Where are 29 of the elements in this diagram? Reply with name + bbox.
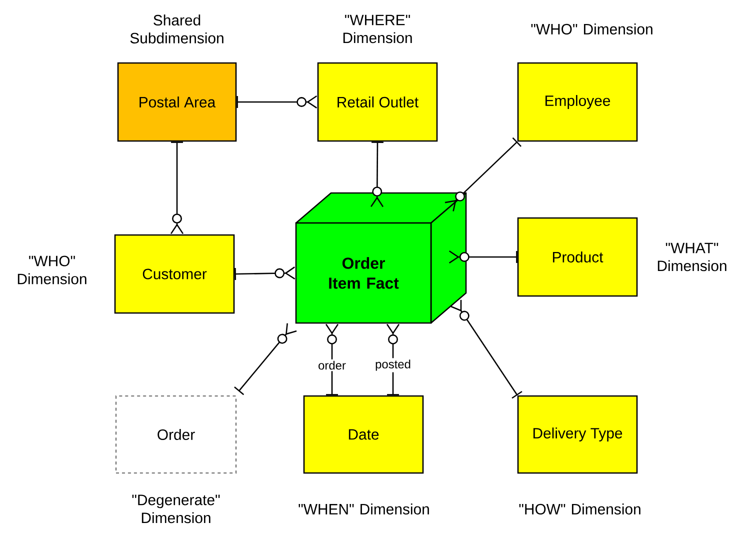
annotation: "WHERE" Dimension — [343, 14, 412, 44]
entity-box: Employee — [517, 62, 638, 142]
entity-box: Retail Outlet — [317, 62, 438, 142]
annotation: "HOW" Dimension — [519, 504, 640, 514]
annotation: "Degenerate" Dimension — [132, 494, 220, 524]
annotation: "WHEN" Dimension — [298, 504, 429, 514]
edge-label: order — [316, 359, 348, 372]
relationship-line — [444, 137, 522, 212]
annotation: "WHO" Dimension — [531, 24, 652, 34]
annotation: "WHO" Dimension — [18, 256, 86, 284]
edge-label: posted — [374, 358, 412, 372]
annotation: "WHAT" Dimension — [658, 242, 726, 272]
entity-box: Product — [517, 217, 638, 297]
entity-box: Postal Area — [117, 62, 237, 142]
relationship-line — [236, 95, 318, 109]
entity-box: Date — [303, 395, 424, 474]
relationship-line — [386, 324, 400, 396]
cube: Order Item Fact — [295, 192, 467, 324]
entity-box: Order — [115, 395, 237, 474]
annotation: Shared Subdimension — [130, 14, 224, 44]
relationship-line — [325, 324, 339, 396]
relationship-line — [450, 300, 522, 399]
relationship-line — [370, 142, 384, 208]
relationship-line — [234, 323, 297, 396]
relationship-line — [170, 142, 184, 234]
relationship-line — [234, 266, 296, 280]
entity-box: Delivery Type — [517, 395, 638, 474]
relationship-line — [448, 250, 518, 264]
entity-box: Customer — [114, 234, 235, 314]
